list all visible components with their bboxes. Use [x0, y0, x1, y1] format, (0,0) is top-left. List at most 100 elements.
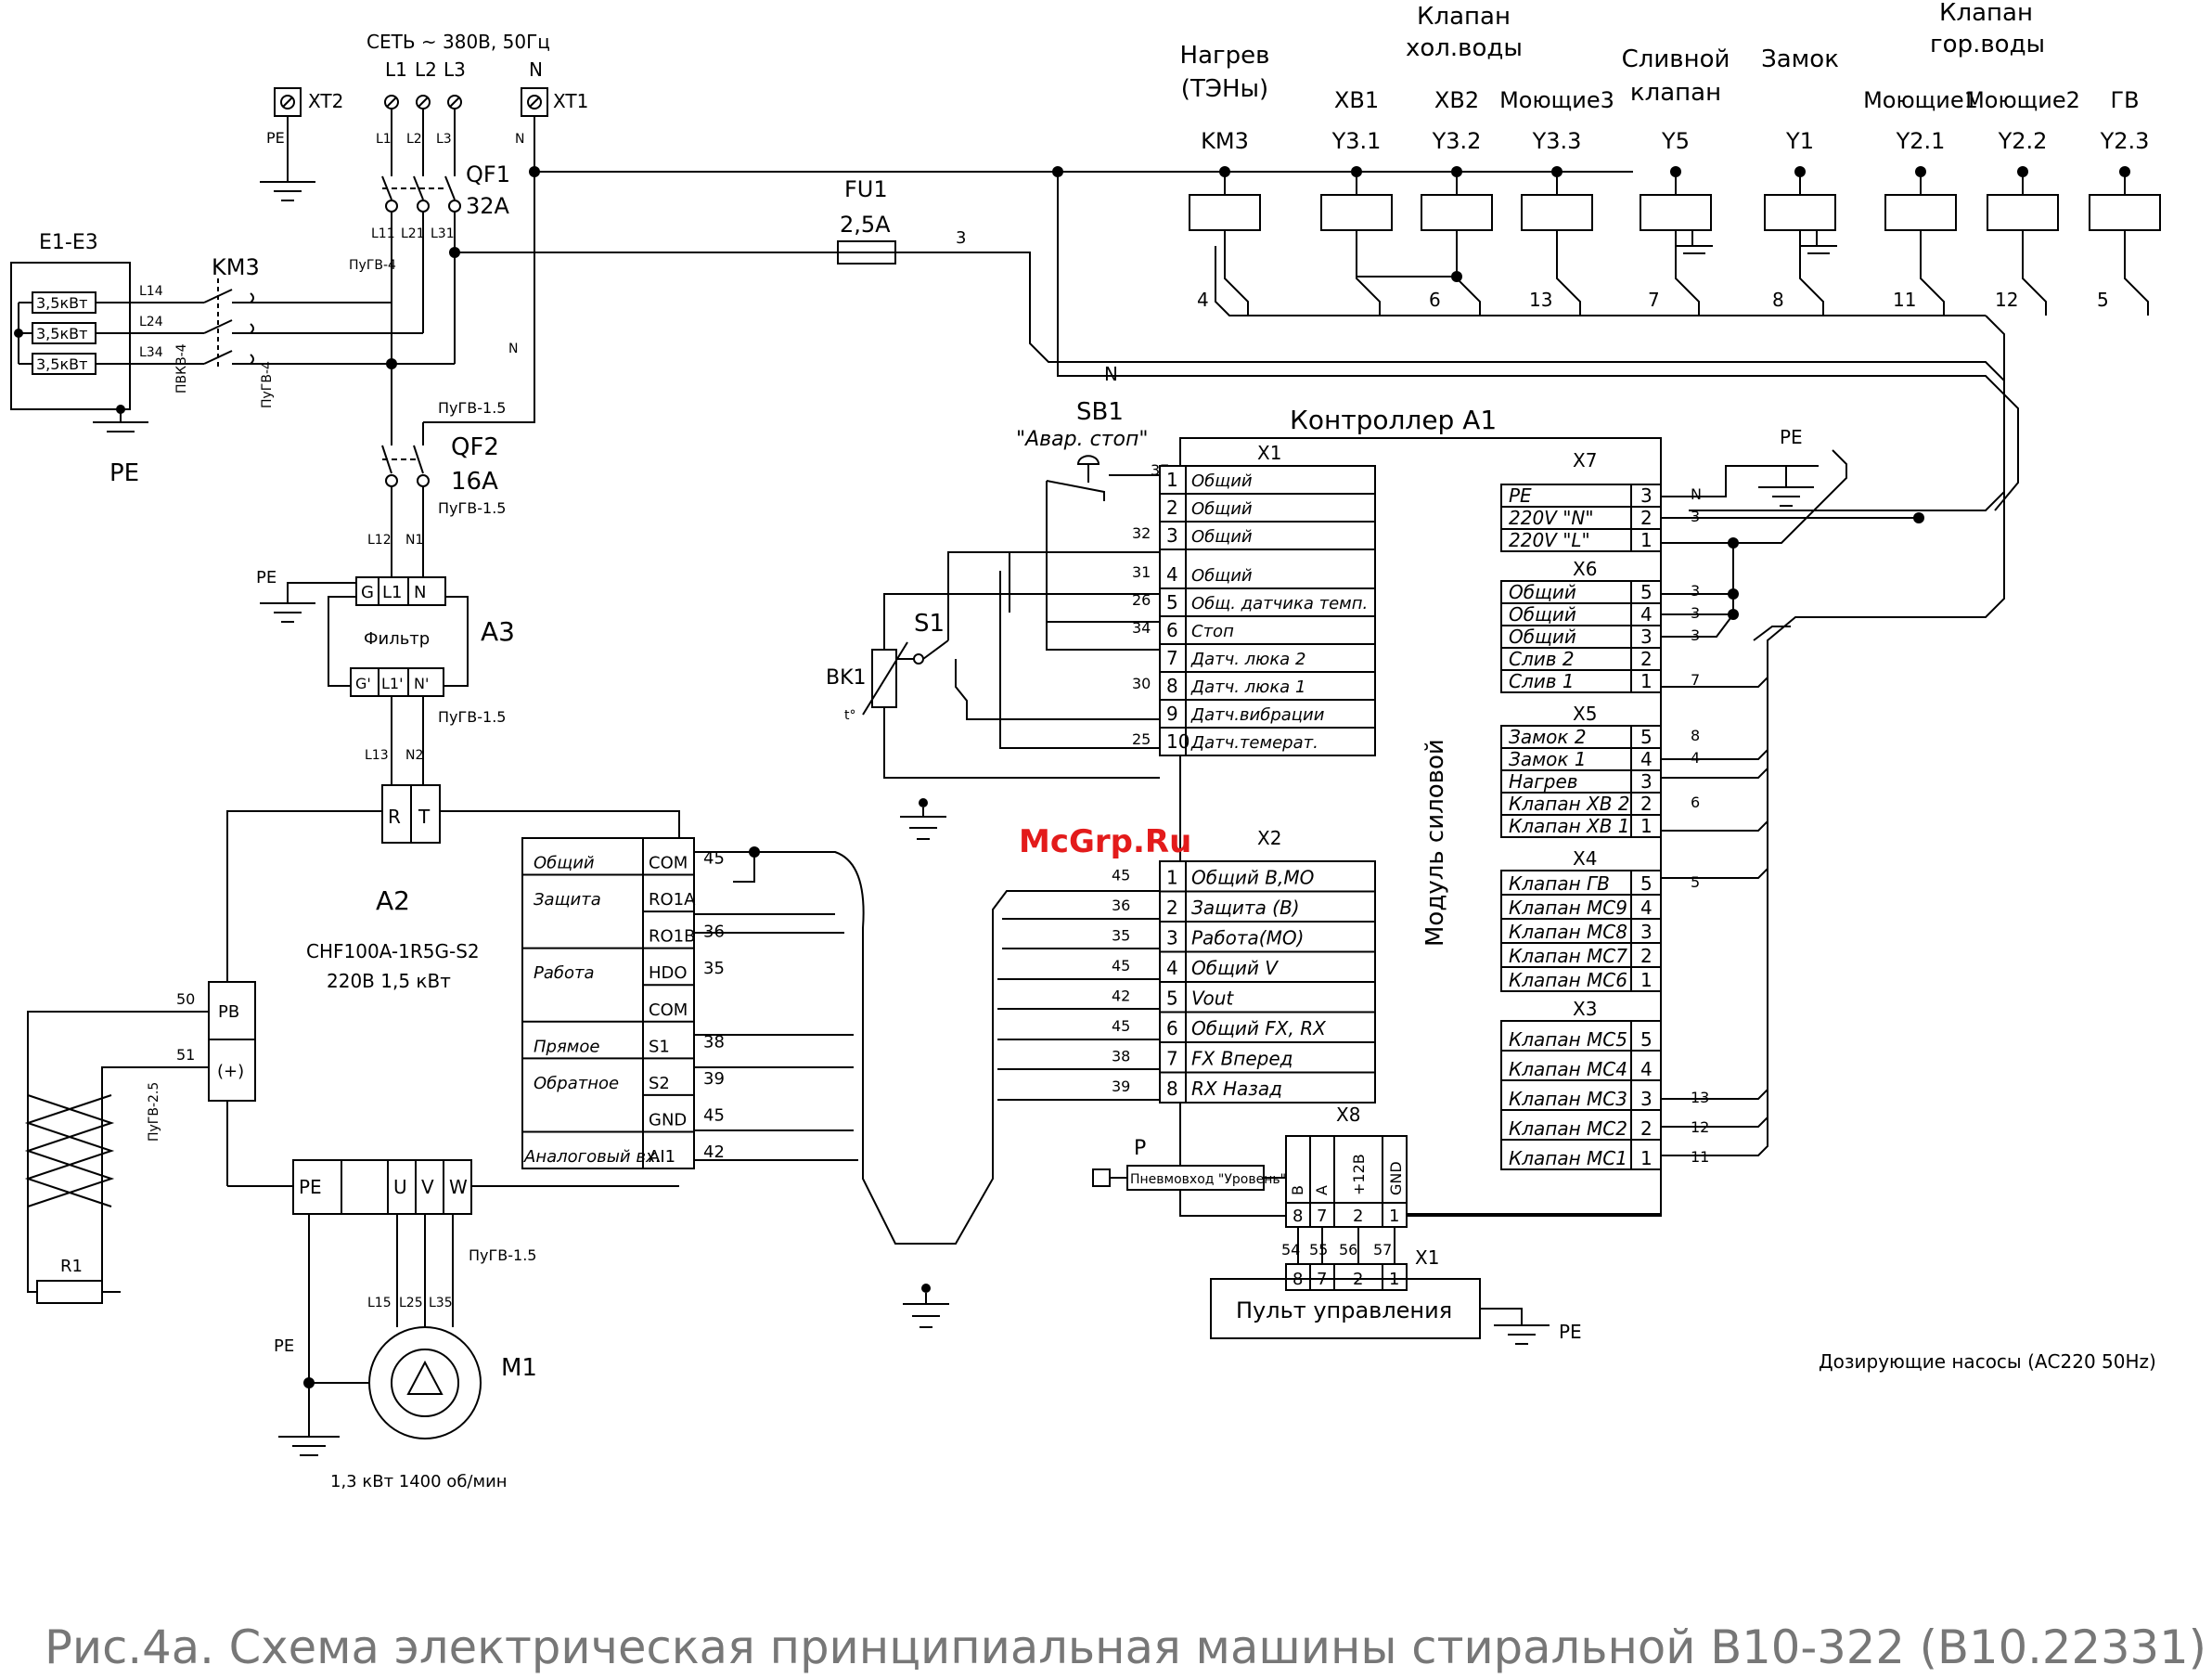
heater-wire-l14: L14: [139, 284, 163, 299]
panel-pe: PE: [1559, 1321, 1582, 1343]
supply-l1: L1: [385, 58, 407, 81]
load-ground: [1676, 230, 1713, 254]
x6-row-num: 1: [1640, 670, 1653, 692]
motor-pe: PE: [274, 1336, 294, 1356]
inv-term-func: Аналоговый вх.: [523, 1147, 661, 1167]
x1-row-wire: 31: [1132, 563, 1151, 581]
x2-row-num: 1: [1166, 867, 1178, 889]
x5-row-num: 1: [1640, 815, 1653, 837]
x6-row: [1500, 580, 1662, 604]
load-ground: [1800, 230, 1837, 254]
motor-m1: PE ПуГВ-1.5 L15 L25 L35 M1 1,3 кВт 1400 …: [274, 1214, 537, 1491]
x4-row-wire: 5: [1691, 873, 1700, 891]
load-ref: Y3.3: [1532, 128, 1582, 154]
inv-term-func: Общий: [534, 854, 595, 873]
motor-name: M1: [501, 1354, 537, 1382]
inv-pin-pb: PB: [218, 1002, 239, 1022]
x1-row-num: 8: [1166, 675, 1178, 697]
heater-1: 3,5кВт: [36, 294, 87, 312]
fu1-fuse: FU1 2,5A 3: [837, 176, 2005, 511]
cable-pugv25: ПуГВ-2.5: [147, 1082, 161, 1142]
x1-row: [1159, 549, 1376, 589]
x6-row-wire: 3: [1691, 582, 1700, 600]
heaters-block: E1-E3 3,5кВт 3,5кВт 3,5кВт L14 L24 L34 P…: [10, 231, 456, 487]
x6-row-wire: 7: [1691, 671, 1700, 689]
x2-row-label: FX Вперед: [1191, 1048, 1293, 1070]
load-wire: 12: [1995, 289, 2018, 311]
cable-pugv15-c: ПуГВ-1.5: [438, 708, 506, 726]
x6-row-num: 5: [1640, 581, 1653, 603]
cable-pugv15-a: ПуГВ-1.5: [438, 399, 506, 417]
x6-row-wire: 3: [1691, 626, 1700, 644]
x6-row: [1500, 647, 1662, 671]
x3-row-label: Клапан МС3: [1509, 1088, 1627, 1110]
load-title: Сливной: [1622, 45, 1730, 73]
x6-row-num: 4: [1640, 603, 1653, 626]
x2-row: [1159, 1071, 1376, 1104]
x1-row-label: Общий: [1191, 527, 1253, 547]
x2-row-wire: 45: [1112, 957, 1130, 975]
x7-row: [1500, 484, 1662, 508]
supply-block: СЕТЬ ~ 380В, 50Гц L1 L2 L3 N XT1 XT2 PE …: [260, 31, 588, 371]
qf1-in-l1: L1: [376, 132, 392, 147]
door-switch-s1: [913, 639, 1160, 720]
controller-title: Контроллер A1: [1290, 405, 1497, 435]
x1-row-num: 2: [1166, 497, 1178, 519]
panel-x1-name: X1: [1415, 1246, 1439, 1269]
km3-contacts: [203, 278, 278, 367]
load-return: [2124, 230, 2149, 316]
x7-row: [1500, 528, 1662, 552]
x3-row-num: 1: [1640, 1147, 1653, 1169]
x5-row-label: Нагрев: [1509, 770, 1578, 793]
x3-row-label: Клапан МС2: [1509, 1117, 1627, 1140]
filter-out-pin-l1: L1': [381, 675, 404, 692]
load-node: [1551, 166, 1563, 177]
load-ref: Y3.1: [1331, 128, 1382, 154]
qf1-out-l11: L11: [371, 226, 395, 241]
x4-row-label: Клапан МС8: [1509, 921, 1627, 943]
group-hot-water-1: Клапан: [1939, 0, 2033, 27]
heaters-group-label: E1-E3: [39, 231, 98, 254]
x4-row-num: 5: [1640, 872, 1653, 895]
inv-out-pe: PE: [299, 1176, 322, 1198]
heater-2: 3,5кВт: [36, 325, 87, 342]
supply-l3: L3: [444, 58, 466, 81]
load-return: [1799, 230, 1824, 316]
x2-row-num: 8: [1166, 1078, 1178, 1100]
heater-wire-l24: L24: [139, 315, 163, 329]
x8-block: X8 B A +12B GND 8 7 2 1 54 55 56 57: [1281, 1104, 1662, 1264]
x4-name: X4: [1573, 847, 1597, 870]
resistor-label: R1: [60, 1257, 83, 1276]
x1-row-wire: 34: [1132, 619, 1151, 637]
control-panel: X1 8 7 2 1 Пульт управления PE: [1210, 1246, 1582, 1345]
inv-term-pin: GND: [649, 1110, 687, 1129]
filter-a3: PE G L1 N Фильтр G' L1' N' A3 ПуГВ-1.5 L…: [256, 568, 515, 785]
x2-row-num: 7: [1166, 1048, 1178, 1070]
inverter-a2: R T A2 CHF100A-1R5G-S2 220В 1,5 кВт PB (…: [24, 784, 695, 1304]
x2-row-num: 2: [1166, 897, 1178, 919]
qf1-name: QF1: [466, 161, 510, 187]
filter-in-pin-n: N: [414, 583, 426, 602]
filter-out-pin-n: N': [414, 675, 429, 692]
sb1-name: SB1: [1076, 398, 1124, 426]
inv-term-func: Прямое: [534, 1037, 599, 1056]
filter-out-pin-g: G': [355, 675, 371, 692]
pressure-name: P: [1134, 1137, 1146, 1160]
sb1-label: "Авар. стоп": [1016, 428, 1148, 451]
inv-term-pin: AI1: [649, 1147, 675, 1167]
load-coil: [1987, 194, 2059, 231]
x2-row-label: Работа(МО): [1191, 927, 1304, 949]
x3-row: [1500, 1079, 1662, 1111]
group-cold-water-1: Клапан: [1417, 3, 1511, 31]
load-coil: [2089, 194, 2161, 231]
inv-term-wire: 42: [703, 1142, 725, 1162]
x1-name: X1: [1257, 442, 1281, 464]
load-node: [1915, 166, 1926, 177]
inv-term-wire: 45: [703, 1105, 725, 1125]
ground-symbols: [900, 798, 949, 1328]
x5-row-wire: 8: [1691, 727, 1700, 744]
x5-row: [1500, 792, 1662, 816]
x4-row: [1500, 870, 1662, 896]
qf2-name: QF2: [451, 433, 499, 461]
inv-term-pin: S2: [649, 1074, 670, 1093]
